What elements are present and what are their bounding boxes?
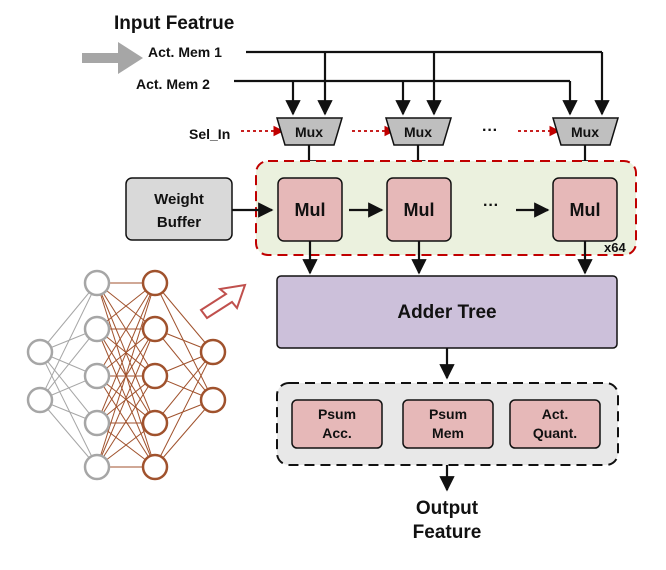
- mul-3: Mul: [552, 177, 618, 242]
- mul-1-label: Mul: [295, 200, 326, 220]
- nn-neuron: [141, 453, 169, 481]
- nn-edge: [96, 282, 156, 468]
- adder-tree-label: Adder Tree: [397, 302, 496, 323]
- input-arrow-icon: [82, 42, 143, 74]
- adder-tree: Adder Tree: [276, 275, 618, 349]
- output-line2: Feature: [413, 522, 482, 543]
- psum-acc-box: Psum Acc.: [291, 399, 383, 449]
- act-quant-line1: Act.: [542, 406, 568, 422]
- weight-buffer-line1: Weight: [154, 191, 204, 208]
- act-mem-1-bus: [246, 50, 610, 116]
- neural-network-illustration: [26, 269, 227, 481]
- nn-edge: [39, 328, 98, 401]
- psum-mem-line2: Mem: [432, 425, 464, 441]
- nn-neuron: [26, 386, 54, 414]
- nn-neuron: [141, 362, 169, 390]
- nn-edge: [154, 351, 214, 468]
- act-mem-2-bus: [234, 79, 578, 116]
- nn-neuron: [83, 269, 111, 297]
- nn-edge: [154, 351, 214, 424]
- nn-neuron: [141, 409, 169, 437]
- nn-edge: [96, 375, 156, 468]
- nn-edge: [39, 351, 98, 468]
- nn-edge: [154, 399, 214, 468]
- nn-edge: [39, 399, 98, 468]
- mul-2: Mul: [386, 177, 452, 242]
- mul-ellipsis: ···: [483, 197, 499, 214]
- sel-in-label: Sel_In: [189, 126, 230, 142]
- act-mem-1-label: Act. Mem 1: [148, 44, 222, 60]
- nn-neuron: [83, 409, 111, 437]
- weight-buffer: Weight Buffer: [125, 177, 233, 241]
- nn-edge: [154, 282, 214, 353]
- nn-neuron: [83, 315, 111, 343]
- mul-3-label: Mul: [570, 200, 601, 220]
- mux-1: Mux: [275, 117, 344, 146]
- weight-buffer-line2: Buffer: [157, 214, 201, 231]
- psum-mem-box: Psum Mem: [402, 399, 494, 449]
- mux-2-label: Mux: [404, 124, 432, 140]
- mux-ellipsis: ···: [482, 122, 498, 139]
- mux-3: Mux: [551, 117, 620, 146]
- nn-edge: [96, 328, 156, 468]
- mul-to-adder-arrows: [302, 241, 593, 275]
- hollow-arrow-icon: [199, 283, 247, 320]
- output-line1: Output: [416, 498, 479, 519]
- mux-1-label: Mux: [295, 124, 323, 140]
- mux-3-label: Mux: [571, 124, 599, 140]
- act-quant-box: Act. Quant.: [509, 399, 601, 449]
- nn-edge: [154, 282, 214, 401]
- nn-edge: [96, 282, 156, 424]
- mux-2: Mux: [384, 117, 453, 146]
- mul-1: Mul: [277, 177, 343, 242]
- nn-edge: [39, 282, 98, 401]
- act-mem-2-label: Act. Mem 2: [136, 76, 210, 92]
- nn-neuron: [83, 453, 111, 481]
- psum-mem-line1: Psum: [429, 406, 467, 422]
- psum-acc-line1: Psum: [318, 406, 356, 422]
- nn-neuron: [141, 315, 169, 343]
- act-quant-line2: Quant.: [533, 425, 577, 441]
- mul-2-label: Mul: [404, 200, 435, 220]
- nn-neuron: [199, 338, 227, 366]
- nn-edge: [39, 282, 98, 353]
- nn-neuron: [141, 269, 169, 297]
- nn-neuron: [26, 338, 54, 366]
- nn-neuron: [83, 362, 111, 390]
- nn-edge: [96, 282, 156, 377]
- psum-acc-line2: Acc.: [322, 425, 352, 441]
- x64-label: x64: [604, 240, 626, 255]
- input-feature-title: Input Featrue: [114, 13, 234, 34]
- nn-neuron: [199, 386, 227, 414]
